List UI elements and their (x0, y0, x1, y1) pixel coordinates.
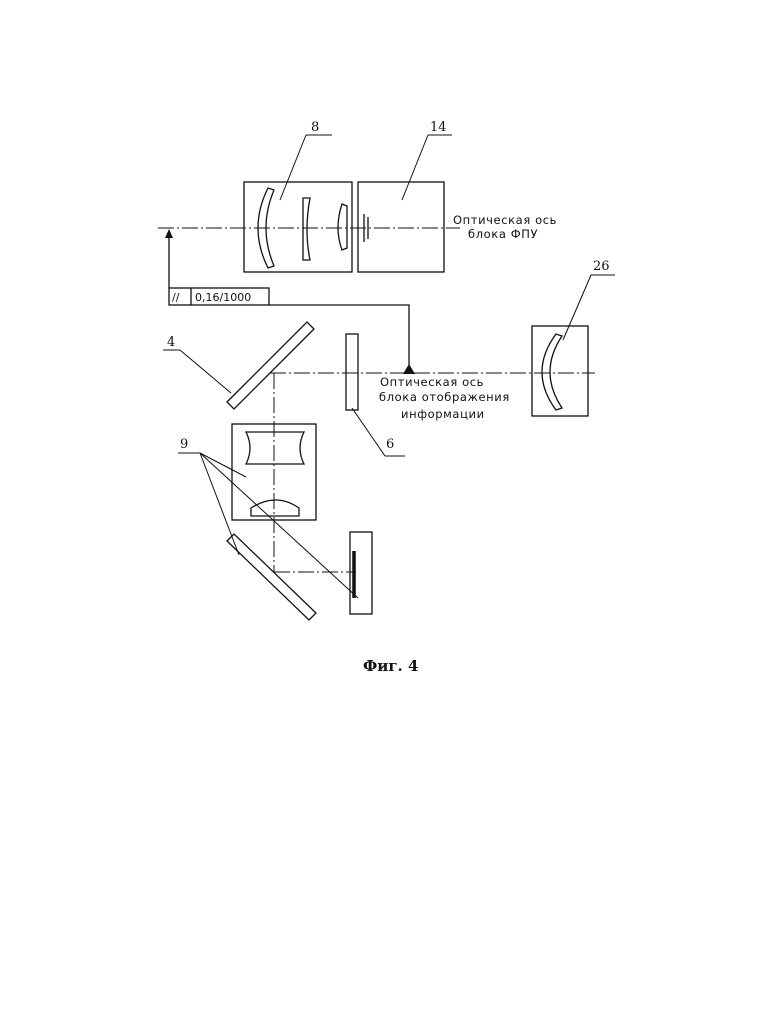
tolerance-value: 0,16/1000 (195, 291, 251, 304)
lens-9-lower (251, 500, 299, 516)
leader-14 (402, 135, 428, 200)
leader-26 (563, 275, 591, 340)
lens-block-8 (244, 182, 352, 272)
callout-4: 4 (167, 335, 175, 350)
leader-6 (352, 408, 385, 456)
fpu-axis-label-line2: блока ФПУ (468, 227, 538, 241)
callout-26: 26 (593, 259, 610, 274)
lens-9-upper (246, 432, 304, 464)
leader-9-a (200, 453, 246, 477)
plate-6 (346, 334, 358, 410)
lens-8-meniscus-3 (338, 204, 347, 250)
callout-6: 6 (386, 437, 394, 452)
display-axis-label-line2: блока отображения (379, 390, 510, 404)
leader-9-c (200, 453, 239, 555)
mirror-4 (227, 322, 314, 409)
display-axis-label-line3: информации (401, 407, 485, 421)
datum-arrow (165, 229, 173, 238)
leader-4 (180, 350, 231, 393)
leader-9-b (200, 453, 358, 598)
display-axis-label-line1: Оптическая ось (380, 375, 484, 389)
tolerance-leader (269, 305, 409, 365)
fpu-axis-label-line1: Оптическая ось (453, 213, 557, 227)
lens-26-meniscus (542, 334, 562, 410)
fpu-block-14 (358, 182, 444, 272)
lens-8-meniscus-2 (303, 198, 310, 260)
figure-caption: Фиг. 4 (363, 657, 418, 675)
leader-8 (280, 135, 306, 200)
callout-8: 8 (311, 120, 319, 135)
callout-9: 9 (180, 437, 188, 452)
callout-14: 14 (430, 120, 447, 135)
tolerance-symbol: // (172, 291, 180, 304)
